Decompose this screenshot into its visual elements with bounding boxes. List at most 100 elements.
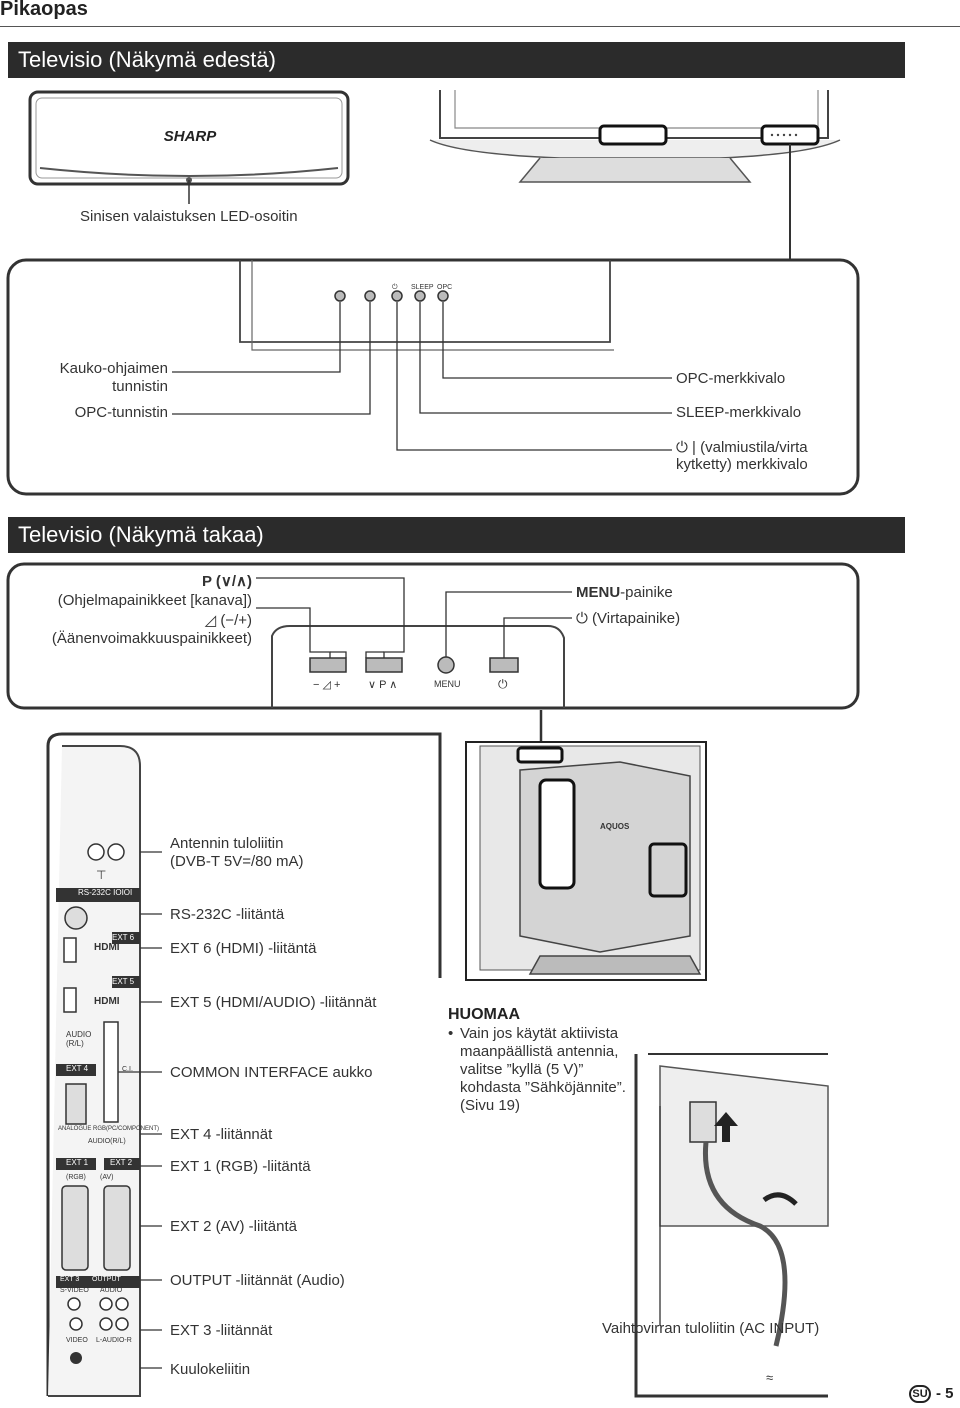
panel-sleep-label: SLEEP <box>411 284 434 291</box>
rs232c-port <box>64 906 88 930</box>
ext5-hdmi-text: HDMI <box>94 996 120 1007</box>
panel-opc-label: OPC <box>437 284 453 291</box>
common-interface-label: COMMON INTERFACE aukko <box>170 1064 373 1081</box>
audio-panel-label: AUDIO <box>100 1287 123 1294</box>
remote-sensor-label: Kauko-ohjaimen tunnistin <box>59 360 168 395</box>
ci-panel-label: C.I. <box>122 1066 133 1073</box>
ext4-label: EXT 4 -liitännät <box>170 1126 273 1143</box>
ext5-hdmi-port <box>63 987 77 1013</box>
indicator-panel-zoom <box>6 258 860 496</box>
audio-rl-label: AUDIO (R/L) <box>66 1030 92 1048</box>
title-divider <box>0 26 960 27</box>
ext6-label: EXT 6 (HDMI) -liitäntä <box>170 940 317 957</box>
vol-symbol: ◿ (−/+) <box>204 612 252 629</box>
power-button-label: ⏻ <box>498 677 508 691</box>
volume-button <box>309 657 347 673</box>
insert-arrow-icon <box>714 1112 738 1142</box>
ext2-scart-port <box>103 1185 131 1271</box>
antenna-input-label: Antennin tuloliitin (DVB-T 5V=/80 mA) <box>170 835 304 870</box>
language-badge: SU <box>909 1385 931 1403</box>
section-title-rear: Televisio (Näkymä takaa) <box>8 517 905 553</box>
headphone-label: Kuulokeliitin <box>170 1361 251 1378</box>
ext3-panel-label: EXT 3 <box>60 1276 80 1283</box>
program-button-label: ∨ P ∧ <box>368 679 398 691</box>
brand-callout <box>598 124 668 146</box>
svg-text:SHARP: SHARP <box>164 128 218 145</box>
svideo-port <box>67 1297 81 1311</box>
rgb-panel-label: (RGB) <box>66 1174 86 1181</box>
opc-led-dot <box>437 290 449 302</box>
rs232-panel-label: RS-232C IOIOI <box>78 888 133 897</box>
ext6-hdmi-port <box>63 937 77 963</box>
svg-text:≈: ≈ <box>766 1370 773 1385</box>
rear-connector-callout <box>538 778 576 890</box>
opc-sensor-label: OPC-tunnistin <box>74 404 168 421</box>
power-button <box>489 657 519 673</box>
vol-buttons-label: (Äänenvoimakkuuspainikkeet) <box>51 630 252 647</box>
rs232c-label: RS-232C -liitäntä <box>170 906 285 923</box>
sharp-logo: SHARP <box>164 128 218 145</box>
menu-button-caption: MENU-painike <box>576 584 673 601</box>
svg-text:⊤: ⊤ <box>96 868 106 882</box>
ext5-label: EXT 5 (HDMI/AUDIO) -liitännät <box>170 994 377 1011</box>
ac-input-label: Vaihtovirran tuloliitin (AC INPUT) <box>602 1320 820 1337</box>
opc-lamp-label: OPC-merkkivalo <box>676 370 786 387</box>
bullet: • <box>448 1025 454 1042</box>
ext3-label: EXT 3 -liitännät <box>170 1322 273 1339</box>
front-view-diagram <box>6 90 860 496</box>
sleep-led-dot <box>414 290 426 302</box>
tv-stand <box>518 157 752 183</box>
video-panel-label: VIDEO <box>66 1337 88 1344</box>
power-led-dot <box>391 290 403 302</box>
menu-button <box>437 656 455 674</box>
program-button <box>365 657 403 673</box>
power-cord <box>702 1141 788 1347</box>
remote-sensor-dot <box>334 290 346 302</box>
output-label: OUTPUT -liitännät (Audio) <box>170 1272 345 1289</box>
rear-controls-diagram <box>6 562 860 710</box>
ext1-scart-port <box>61 1185 89 1271</box>
prog-buttons-label: (Ohjelmapainikkeet [kanava]) <box>57 592 252 609</box>
av-panel-label: (AV) <box>100 1174 114 1181</box>
ext4-vga-port <box>65 1083 87 1125</box>
note-body: • Vain jos käytät aktiivista maanpäällis… <box>448 1025 626 1114</box>
prog-symbol: P (∨/∧) <box>201 573 252 590</box>
headphone-jack <box>70 1352 82 1364</box>
menu-button-label: MENU <box>434 679 461 689</box>
antenna-socket <box>87 843 105 861</box>
power-icon: ⏻ <box>576 610 593 627</box>
power-icon: ⏻ <box>676 439 693 456</box>
led-indicator-label: Sinisen valaistuksen LED-osoitin <box>80 208 298 225</box>
section-title-front: Televisio (Näkymä edestä) <box>8 42 905 78</box>
page-title: Pikaopas <box>0 0 88 20</box>
audio-rl2-label: AUDIO(R/L) <box>88 1138 126 1145</box>
clip-arrow-icon <box>762 1192 798 1206</box>
volume-button-label: − ◿ + <box>313 679 341 691</box>
output-panel-label: OUTPUT <box>92 1276 121 1283</box>
analogue-rgb-label: ANALOGUE RGB(PC/COMPONENT) <box>58 1126 160 1132</box>
svideo-panel-label: S-VIDEO <box>60 1287 89 1294</box>
power-lamp-label: ⏻ | (valmiustila/virta <box>676 439 808 456</box>
l-audio-r-panel-label: L-AUDIO-R <box>96 1337 132 1344</box>
ext6-panel-label: EXT 6 <box>112 933 135 942</box>
ext1-panel-label: EXT 1 <box>66 1158 89 1167</box>
sleep-lamp-label: SLEEP-merkkivalo <box>676 404 802 421</box>
note-heading: HUOMAA <box>448 1006 520 1023</box>
ext5-panel-label: EXT 5 <box>112 977 135 986</box>
power-button-caption: ⏻ (Virtapainike) <box>576 610 681 627</box>
page-number: - 5 <box>936 1385 954 1402</box>
power-lamp-label-line2: kytketty) merkkivalo <box>676 456 808 473</box>
tv-rear-stand <box>528 955 702 975</box>
rear-connectors-diagram: ⊤ ≈ <box>46 710 829 1398</box>
ext1-label: EXT 1 (RGB) -liitäntä <box>170 1158 311 1175</box>
ci-slot <box>103 1021 119 1123</box>
aquos-logo: AQUOS <box>600 822 630 831</box>
ext4-panel-label: EXT 4 <box>66 1064 89 1073</box>
rear-controls-zoom <box>6 562 860 710</box>
ext2-label: EXT 2 (AV) -liitäntä <box>170 1218 297 1235</box>
panel-power-label: ⏻ <box>392 284 398 291</box>
output-audio-port <box>99 1297 113 1311</box>
ac-inlet <box>689 1101 717 1143</box>
ac-inlet-zoom <box>659 1065 829 1227</box>
ext3-video-port <box>69 1317 83 1331</box>
